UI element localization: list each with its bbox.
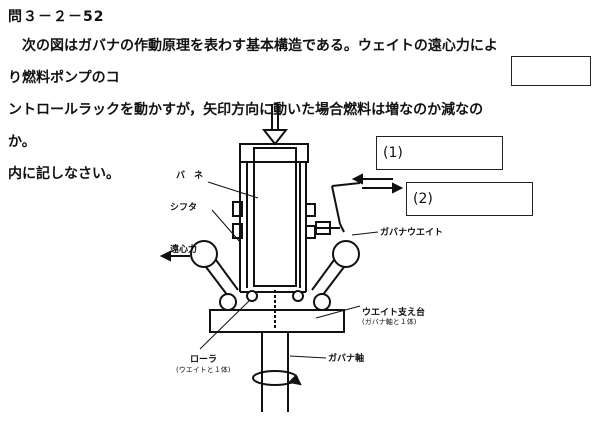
spring-sleeve (253, 147, 297, 287)
roller-center-left (246, 290, 258, 302)
label-shifter: シフタ (170, 203, 198, 213)
centrifugal-force-arrow (159, 250, 190, 262)
leader-lines (199, 181, 379, 359)
weight-support (209, 309, 345, 333)
roller-center-right (292, 290, 304, 302)
input-arrow (261, 104, 289, 146)
answer-blank-2[interactable]: (2) (406, 182, 533, 216)
label-weight-support: ウエイト支え台 (362, 308, 426, 318)
governor-weight-right (332, 240, 360, 268)
weight-arms (205, 259, 345, 297)
label-centrifugal-force: 遠心力 (170, 245, 198, 255)
label-roller-note: (ウエイトと１体) (176, 366, 231, 374)
rack-direction-arrows (351, 173, 404, 194)
governor-weight-left (190, 240, 218, 268)
governor-shaft (261, 290, 289, 412)
label-governor-shaft: ガバナ軸 (328, 354, 365, 364)
answer-blank-1[interactable]: (1) (376, 136, 503, 170)
control-linkage (315, 182, 361, 235)
question-number: 問３－２－52 (8, 9, 105, 25)
blank-1-label: (1) (383, 145, 403, 161)
top-cap (239, 143, 309, 163)
question-stem: 次の図はガバナの作動原理を表わす基本構造である。ウェイトの遠心力により燃料ポンプ… (8, 30, 498, 190)
stem-line-1: 次の図はガバナの作動原理を表わす基本構造である。ウェイトの遠心力により燃料ポンプ… (8, 38, 498, 86)
label-roller: ローラ (190, 355, 218, 365)
answer-box[interactable] (511, 56, 591, 86)
stem-line-3: 内に記しなさい。 (8, 166, 120, 182)
blank-2-label: (2) (413, 191, 433, 207)
roller-right (313, 293, 331, 311)
label-spring: バ ネ (176, 171, 204, 181)
shifter-blocks (232, 201, 243, 239)
right-blocks (305, 203, 316, 239)
label-governor-weight: ガバナウエイト (380, 228, 444, 238)
stem-line-2: ントロールラックを動かすが，矢印方向に動いた場合燃料は増なのか減なのか。 (8, 102, 484, 150)
roller-left (219, 293, 237, 311)
label-weight-support-note: (ガバナ軸と１体) (362, 318, 417, 326)
